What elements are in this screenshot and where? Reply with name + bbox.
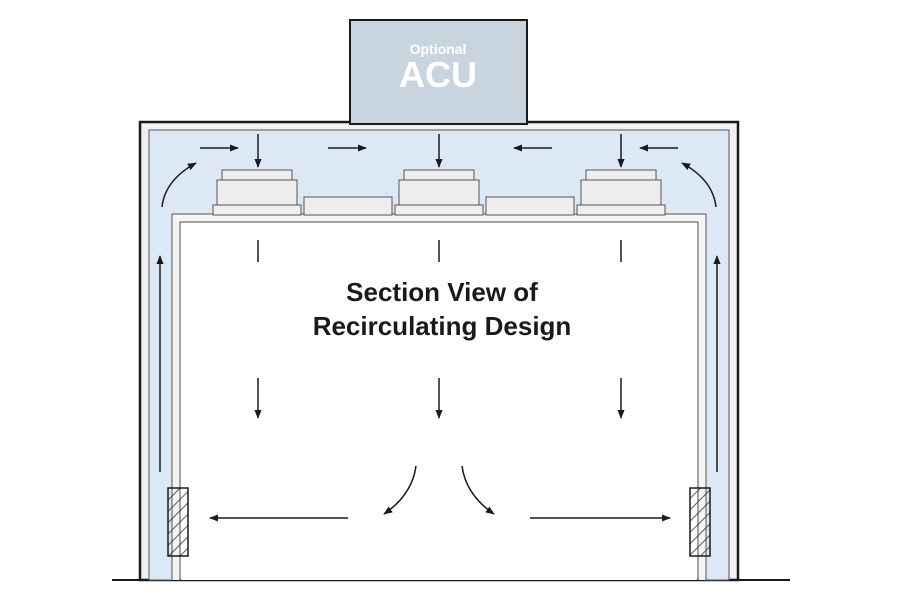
return-grille-left	[167, 487, 189, 557]
diagram-title-line1: Section View of	[346, 277, 538, 307]
acu-unit: Optional ACU	[349, 19, 528, 125]
diagram-title-line2: Recirculating Design	[313, 311, 572, 341]
acu-optional-label: Optional	[410, 41, 467, 57]
acu-label: ACU	[399, 54, 477, 95]
fan-filter-unit-left	[212, 169, 302, 216]
blank-panel-left	[303, 196, 393, 216]
arrow-split-left	[383, 465, 417, 515]
fan-filter-unit-right	[576, 169, 666, 216]
ceiling-filters	[212, 169, 666, 216]
airflow-arrows	[156, 134, 721, 522]
return-grille-right	[689, 487, 711, 557]
arrow-curve-left	[161, 162, 197, 208]
fan-filter-unit-center	[394, 169, 484, 216]
arrow-split-right	[461, 465, 495, 515]
blank-panel-right	[485, 196, 575, 216]
arrow-curve-right	[681, 162, 717, 208]
